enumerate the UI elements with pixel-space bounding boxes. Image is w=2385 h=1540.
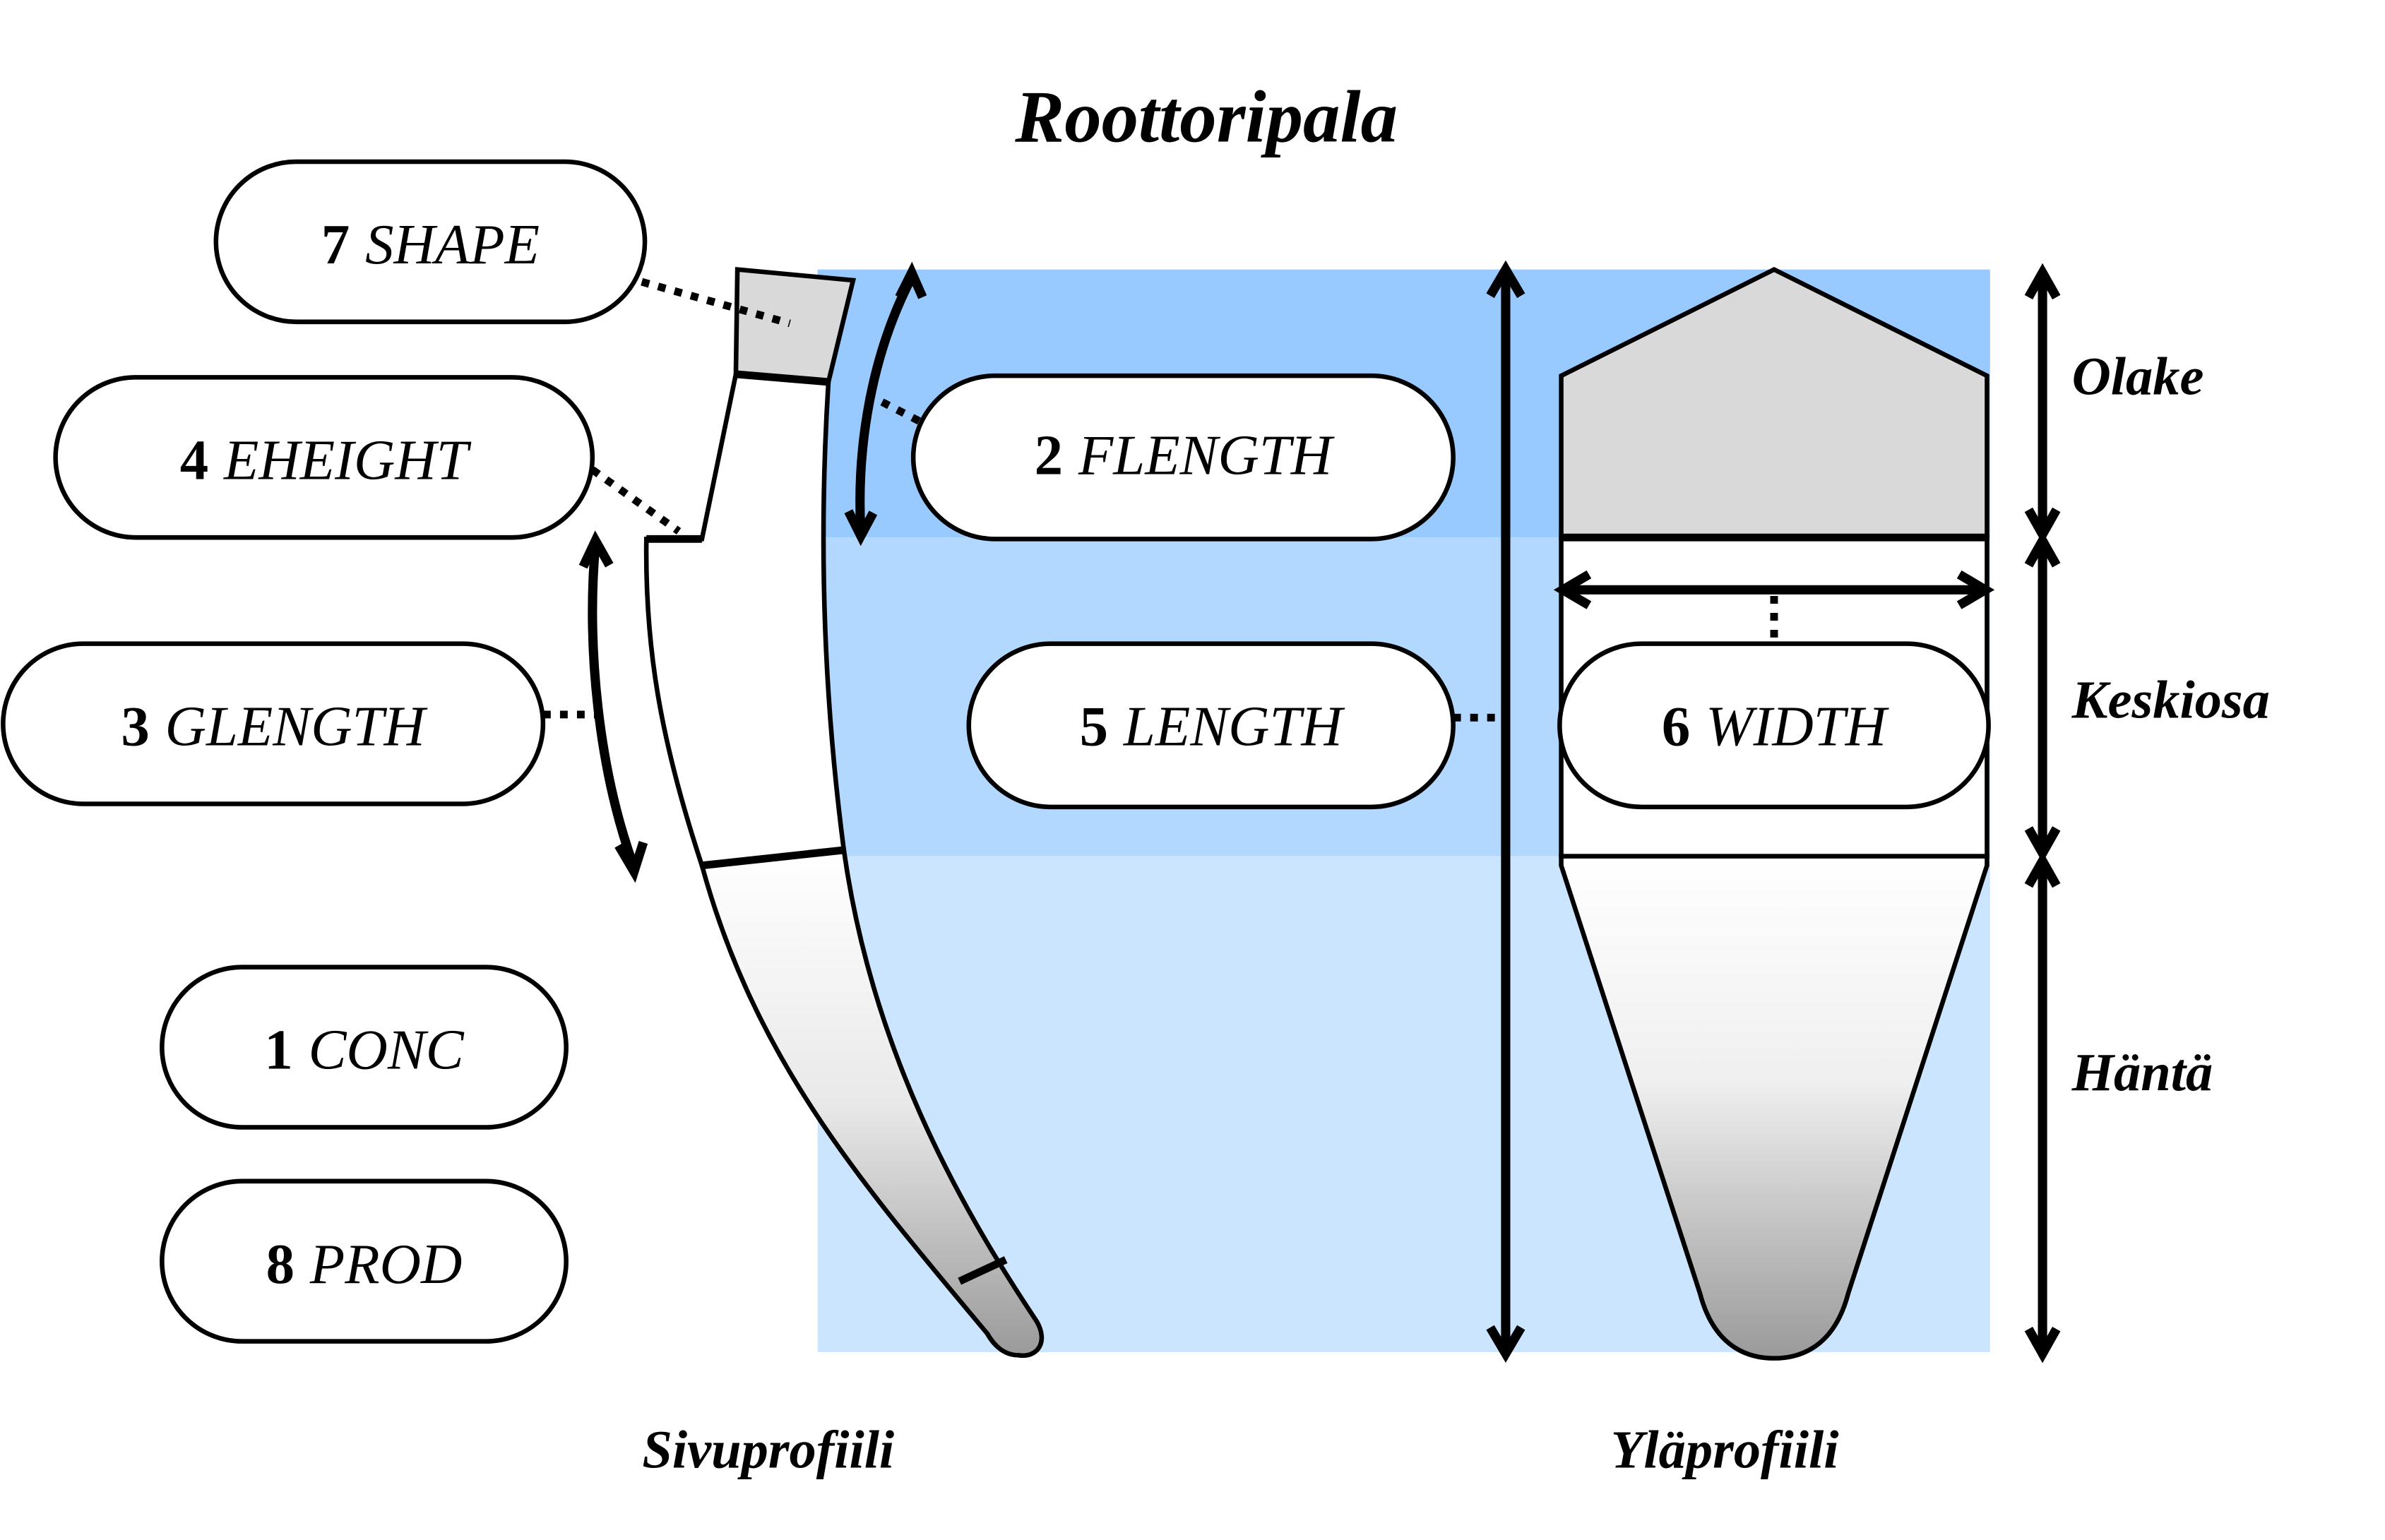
caption-side-profile: Sivuprofiili <box>642 1420 894 1480</box>
label-number: 5 <box>1080 696 1108 758</box>
width-arrow <box>1553 570 1995 609</box>
caption-top-profile: Yläprofiili <box>1611 1420 1839 1480</box>
label-glength: 3 GLENGTH <box>1 641 546 806</box>
label-width: 6 WIDTH <box>1557 641 1991 810</box>
label-name: PROD <box>309 1233 462 1296</box>
top-shoulder-section <box>1559 267 1990 540</box>
side-divider-upper <box>735 370 829 386</box>
label-number: 8 <box>266 1233 295 1296</box>
flength-arrow <box>844 261 927 547</box>
label-number: 1 <box>264 1019 292 1082</box>
length-arrow <box>1486 260 1525 1363</box>
section-label-keskiosa: Keskiosa <box>2071 669 2270 729</box>
label-name: CONC <box>309 1019 465 1082</box>
label-name: LENGTH <box>1123 696 1345 758</box>
label-conc: 1 CONC <box>160 965 569 1130</box>
side-divider-tip <box>958 1256 1008 1285</box>
label-number: 4 <box>180 429 208 491</box>
label-name: SHAPE <box>365 213 540 276</box>
label-name: FLENGTH <box>1078 424 1335 487</box>
section-label-hanta: Häntä <box>2071 1042 2213 1102</box>
label-number: 2 <box>1035 424 1063 487</box>
label-name: GLENGTH <box>165 696 428 758</box>
side-profile-blade <box>643 267 1045 1359</box>
diagram-title: Roottoripala <box>1014 76 1398 158</box>
label-number: 7 <box>321 213 350 276</box>
section-arrow-olake <box>2024 263 2061 544</box>
glength-arrow <box>578 530 648 883</box>
label-number: 3 <box>121 696 149 758</box>
section-arrow-hanta <box>2024 851 2061 1363</box>
section-arrow-keskiosa <box>2024 531 2061 863</box>
top-tail-section <box>1559 854 1990 1361</box>
label-name: EHEIGHT <box>223 429 472 491</box>
section-label-olake: Olake <box>2072 346 2204 406</box>
side-divider-lower <box>701 846 845 870</box>
label-number: 6 <box>1662 696 1690 758</box>
side-tail-section <box>698 847 1045 1359</box>
label-name: WIDTH <box>1706 696 1889 758</box>
side-middle-section <box>643 371 847 869</box>
leader-eheight <box>590 466 682 535</box>
